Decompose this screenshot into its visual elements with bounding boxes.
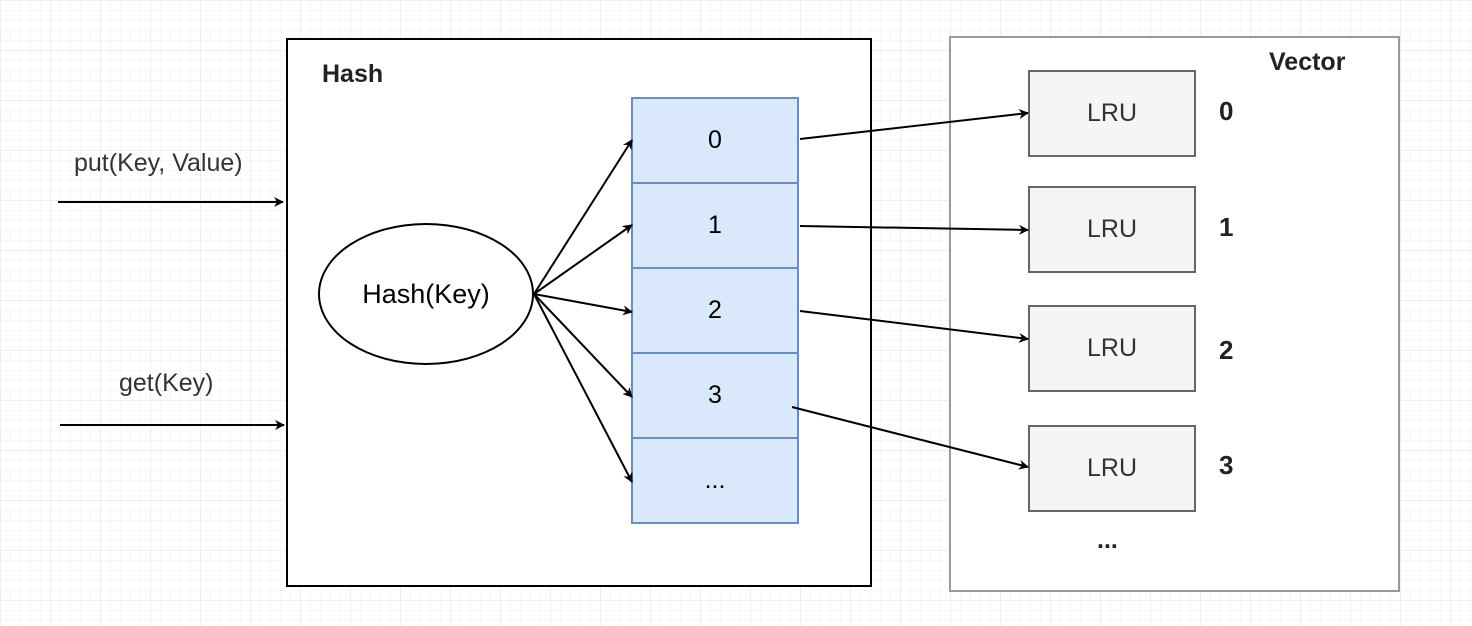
bucket-label: 0 — [708, 126, 722, 154]
bucket-1-to-lru-1-arrow — [799, 224, 1029, 235]
lru-label: LRU — [1086, 454, 1137, 482]
lru-box-1: LRU — [1028, 186, 1196, 273]
hash-to-bucket-0-arrow — [533, 139, 633, 295]
hash-to-bucket-more-arrow — [533, 293, 633, 483]
lru-label: LRU — [1086, 334, 1137, 362]
hash-to-bucket-3-arrow — [533, 293, 633, 398]
hash-function-node: Hash(Key) — [318, 223, 534, 365]
bucket-label: 1 — [708, 211, 722, 239]
hash-title: Hash — [322, 60, 384, 88]
get-operation-label: get(Key) — [119, 369, 214, 397]
vector-index-0: 0 — [1219, 96, 1234, 126]
lru-box-3: LRU — [1028, 425, 1196, 512]
vector-title: Vector — [1269, 48, 1346, 76]
lru-label: LRU — [1086, 99, 1137, 127]
vector-index-2: 2 — [1219, 335, 1234, 365]
vector-more-ellipsis: ... — [1097, 526, 1118, 554]
bucket-0-to-lru-0-arrow — [799, 109, 1029, 140]
put-operation-label: put(Key, Value) — [74, 149, 243, 177]
hash-function-label: Hash(Key) — [362, 278, 490, 309]
bucket-label: 2 — [708, 296, 722, 324]
bucket-2-to-lru-2-arrow — [799, 310, 1029, 343]
bucket-3: 3 — [631, 352, 799, 439]
vector-index-1: 1 — [1219, 212, 1234, 242]
bucket-label: 3 — [708, 381, 722, 409]
hash-to-bucket-1-arrow — [533, 224, 633, 295]
hash-to-bucket-2-arrow — [533, 293, 633, 316]
lru-box-2: LRU — [1028, 305, 1196, 392]
bucket-3-to-lru-3-arrow — [791, 406, 1029, 470]
lru-box-0: LRU — [1028, 70, 1196, 157]
lru-label: LRU — [1086, 215, 1137, 243]
bucket-label: ... — [704, 466, 726, 494]
bucket-0: 0 — [631, 97, 799, 184]
vector-index-3: 3 — [1219, 450, 1234, 480]
bucket-2: 2 — [631, 267, 799, 354]
